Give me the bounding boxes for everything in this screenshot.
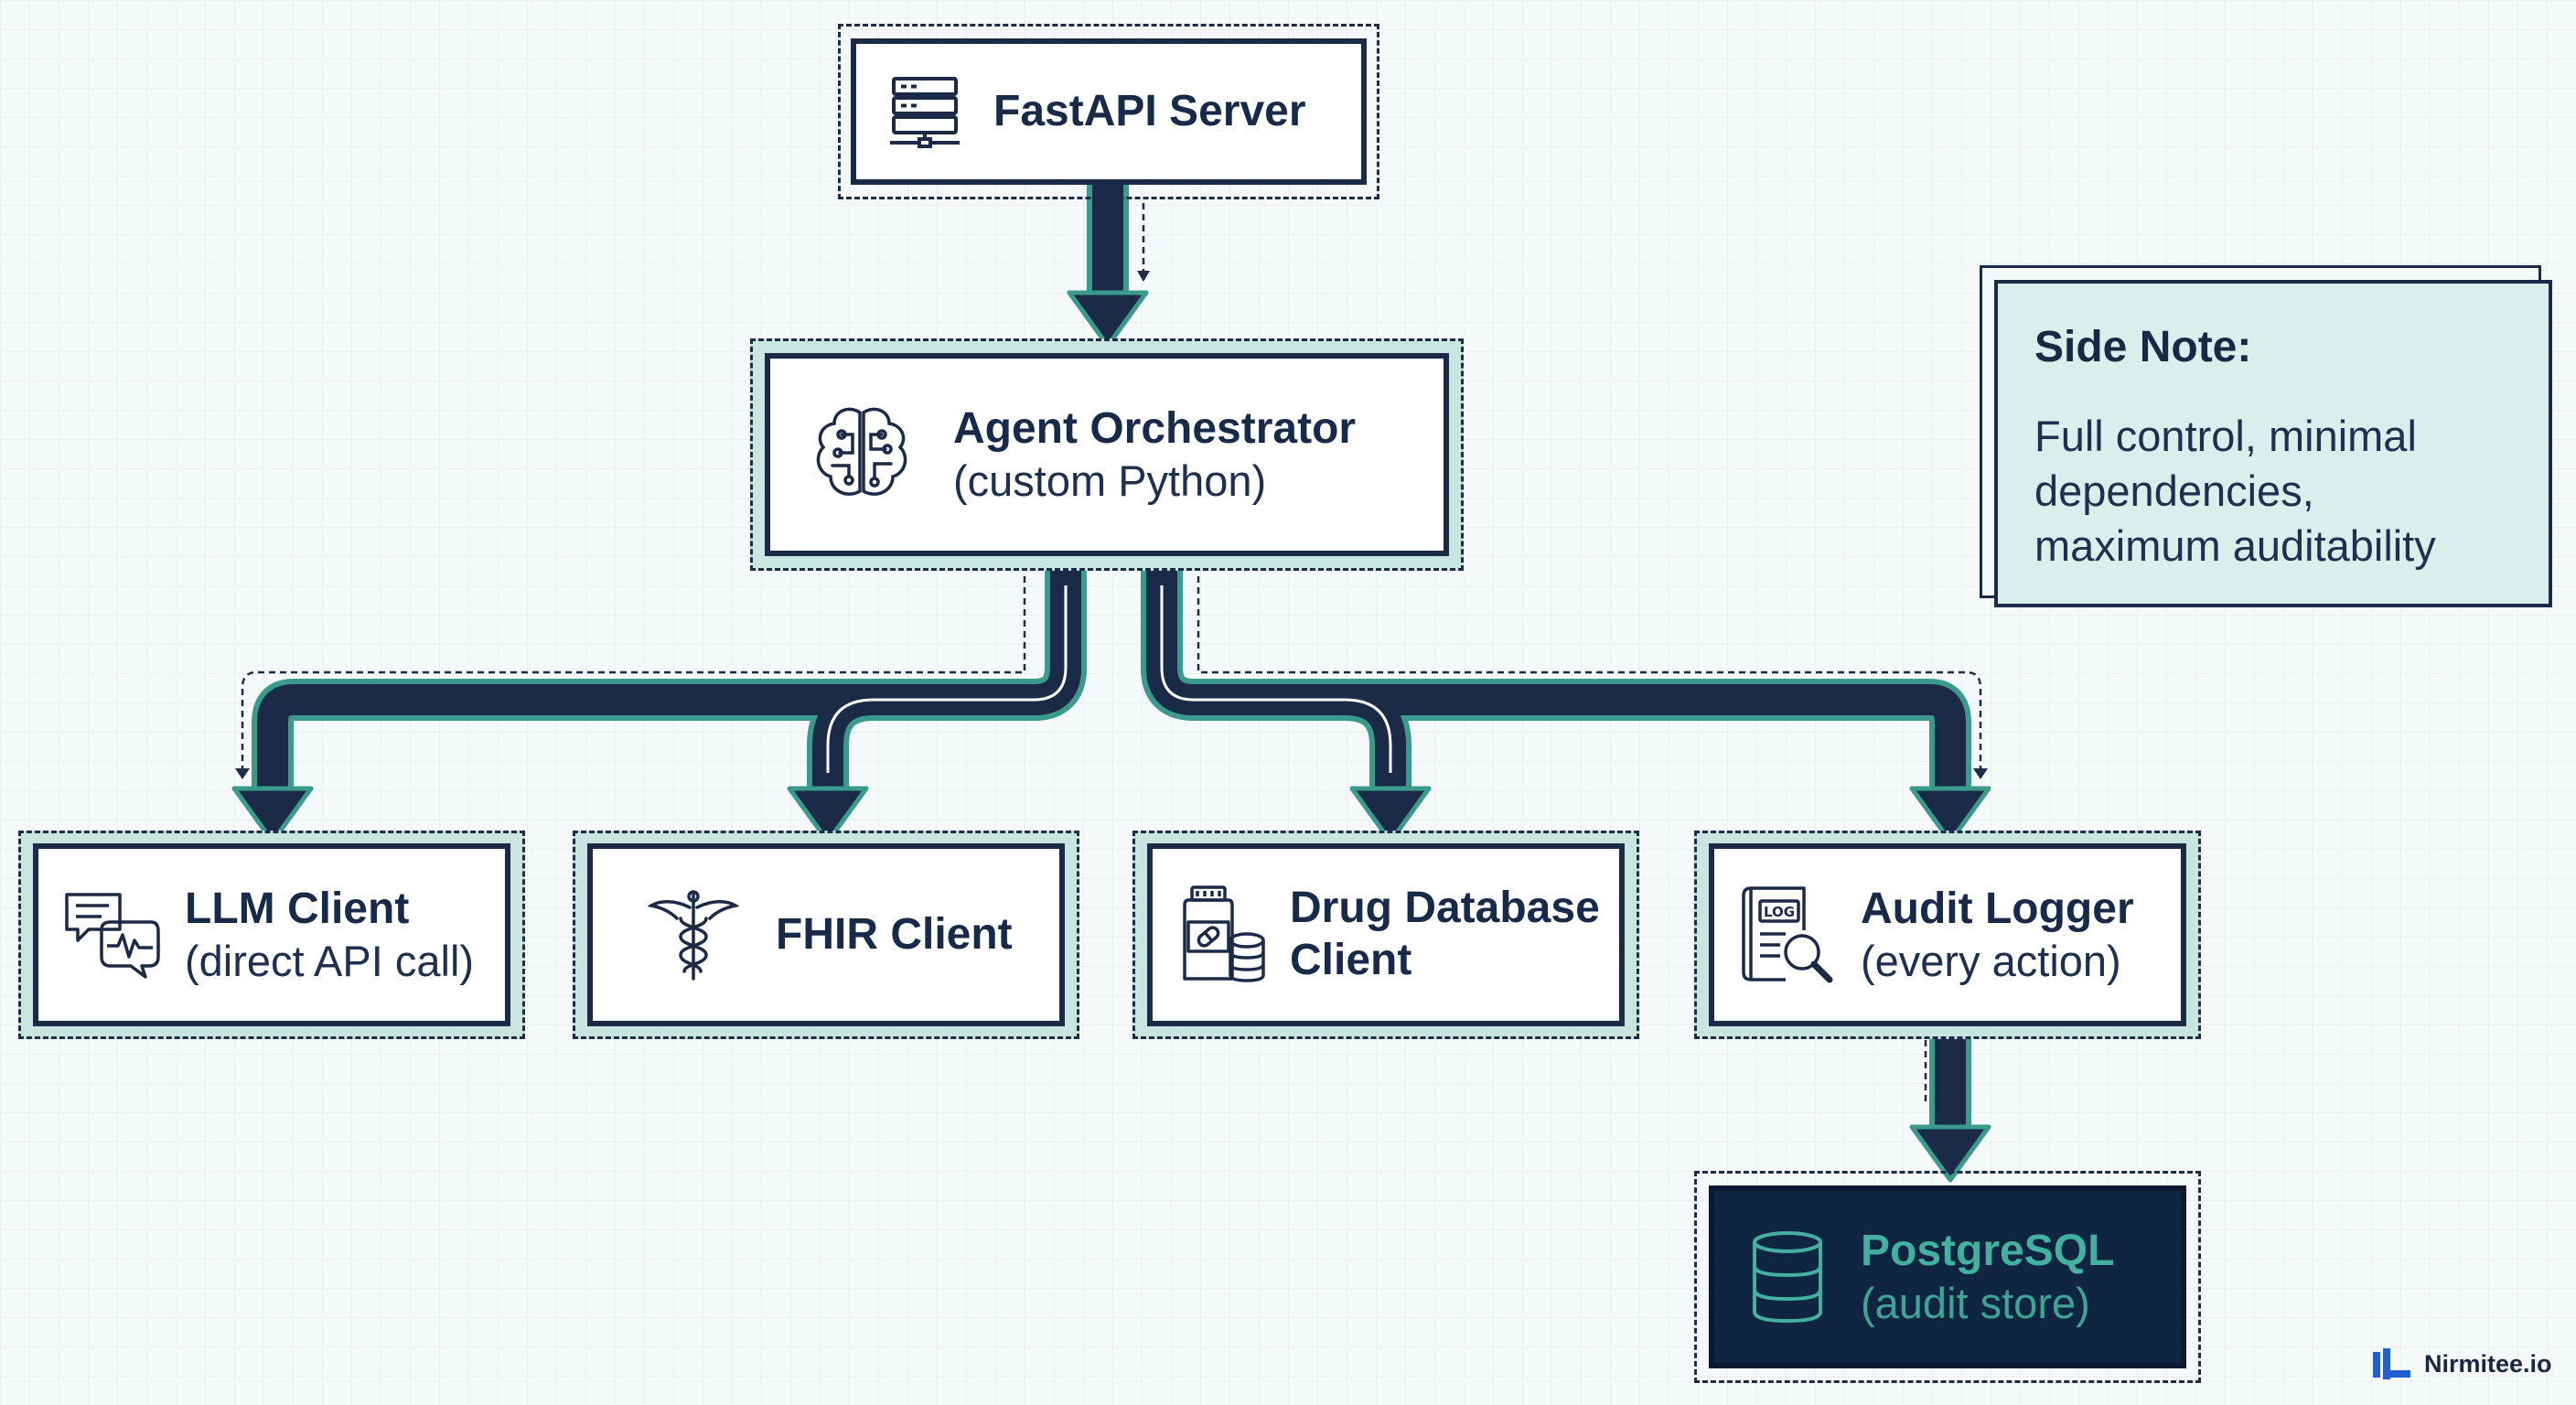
log-search-icon: LOG [1714, 885, 1861, 985]
audit-subtitle: (every action) [1861, 936, 2121, 985]
brand-name: Nirmitee.io [2424, 1349, 2552, 1378]
postgres-subtitle: (audit store) [1861, 1278, 2090, 1327]
nirmitee-logo-icon [2373, 1348, 2410, 1379]
caduceus-icon [593, 887, 776, 982]
side-note: Side Note: Full control, minimal depende… [1994, 280, 2552, 607]
fastapi-title: FastAPI Server [993, 86, 1306, 135]
agent-orchestrator-node[interactable]: Agent Orchestrator (custom Python) [765, 353, 1449, 556]
llm-client-node[interactable]: LLM Client (direct API call) [33, 843, 510, 1026]
drug-database-client-node[interactable]: Drug Database Client [1147, 843, 1625, 1026]
drug-subtitle: Client [1290, 936, 1412, 984]
postgresql-node[interactable]: PostgreSQL (audit store) [1709, 1185, 2186, 1368]
orchestrator-subtitle: (custom Python) [953, 456, 1267, 505]
audit-logger-node[interactable]: LOG Audit Logger (every action) [1709, 843, 2186, 1026]
database-icon [1714, 1229, 1861, 1325]
drug-title: Drug Database [1290, 884, 1600, 933]
fastapi-server-node[interactable]: FastAPI Server [851, 38, 1367, 185]
svg-text:LOG: LOG [1764, 904, 1795, 920]
side-note-line-2: dependencies, [2034, 467, 2314, 515]
chat-waveform-icon [38, 889, 185, 981]
side-note-line-1: Full control, minimal [2034, 412, 2417, 460]
orchestrator-title: Agent Orchestrator [953, 403, 1357, 453]
fhir-title: FHIR Client [776, 909, 1013, 959]
side-note-line-3: maximum auditability [2034, 521, 2436, 570]
brain-circuit-icon [770, 402, 953, 508]
pill-bottle-database-icon [1153, 884, 1290, 986]
postgres-outline [1694, 1171, 2201, 1383]
postgres-title: PostgreSQL [1861, 1226, 2115, 1275]
llm-title: LLM Client [185, 884, 410, 933]
side-note-heading: Side Note: [2034, 323, 2252, 371]
fastapi-outline [838, 24, 1379, 199]
fhir-client-node[interactable]: FHIR Client [587, 843, 1065, 1026]
llm-subtitle: (direct API call) [185, 936, 475, 985]
server-icon [856, 75, 993, 148]
audit-title: Audit Logger [1861, 884, 2134, 933]
brand[interactable]: Nirmitee.io [2373, 1348, 2552, 1379]
